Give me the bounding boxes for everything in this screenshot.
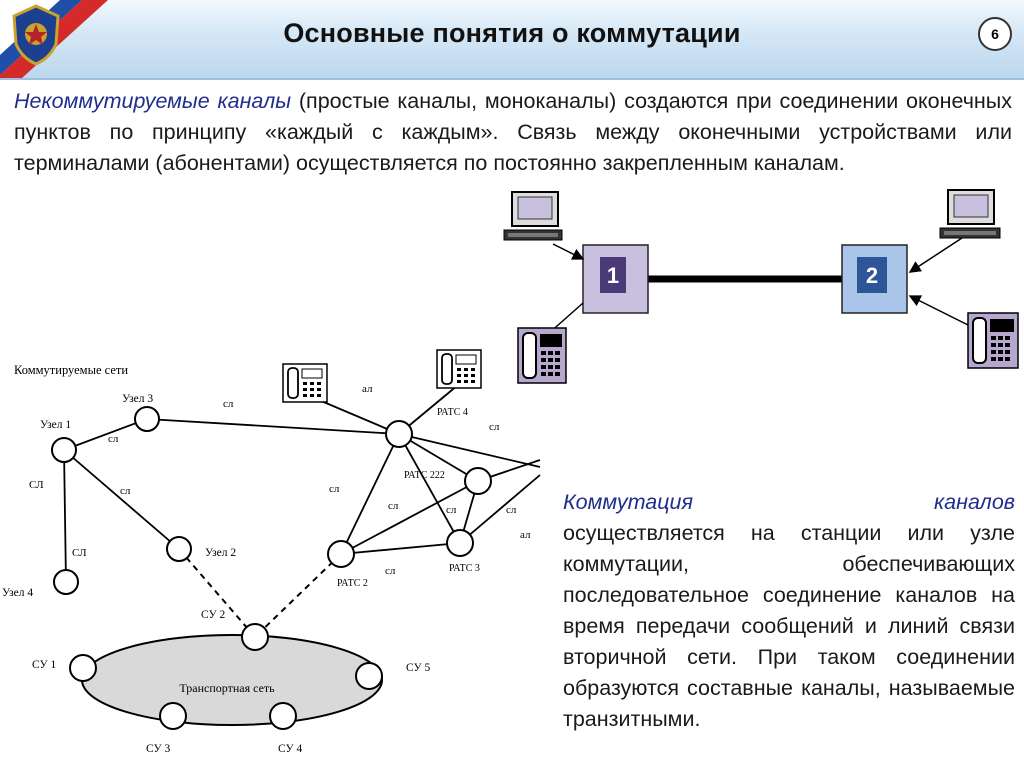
page-number-badge: 6 [978, 17, 1012, 51]
switching-text: осуществляется на станции или узле комму… [563, 521, 1015, 731]
node-su-4 [269, 702, 297, 730]
node-su-3 [159, 702, 187, 730]
telephone-icon [436, 349, 482, 389]
intro-text: (простые каналы, моноканалы) создаются п… [14, 89, 1013, 175]
label-uzel-3: Узел 3 [122, 393, 153, 405]
link-label: сл [506, 504, 517, 516]
page-title: Основные понятия о коммутации [283, 18, 741, 48]
label-uzel-2: Узел 2 [205, 547, 236, 559]
switched-network-diagram: Коммутируемые сети Транспортная сеть [2, 349, 541, 755]
node-1-label: 1 [607, 263, 619, 288]
label-su-5: СУ 5 [406, 662, 431, 674]
node-1: 1 [582, 244, 649, 314]
emblem-icon [12, 4, 60, 66]
intro-paragraph: Некоммутируемые каналы (простые каналы, … [14, 86, 1012, 179]
switching-paragraph: Коммутация каналов осуществляется на стан… [563, 487, 1015, 735]
node-2-label: 2 [866, 263, 878, 288]
link-label: СЛ [72, 547, 87, 559]
slide-header: Основные понятия о коммутации 6 [0, 0, 1024, 80]
link-label: сл [446, 504, 457, 516]
label-su-1: СУ 1 [32, 659, 57, 671]
link-label: сл [388, 500, 399, 512]
computer-icon [939, 189, 1001, 239]
network-title: Коммутируемые сети [14, 363, 128, 377]
node-uzel-3 [134, 406, 160, 432]
node-su-1 [69, 654, 97, 682]
computer-icon [503, 191, 563, 241]
node-uzel-2 [166, 536, 192, 562]
telephone-icon [517, 327, 567, 384]
node-ratc-4 [385, 420, 413, 448]
link-label: СЛ [29, 479, 44, 491]
node-su-2 [241, 623, 269, 651]
switching-term-2: каналов [934, 490, 1015, 514]
transport-network [81, 634, 383, 726]
label-su-4: СУ 4 [278, 743, 303, 755]
node-ratc-2 [327, 540, 355, 568]
link-label: сл [223, 398, 234, 410]
label-su-2: СУ 2 [201, 609, 226, 621]
link-label: ал [362, 383, 373, 395]
label-ratc-2: РАТС 2 [337, 578, 368, 589]
label-ratc-3: РАТС 3 [449, 563, 480, 574]
node-2: 2 [841, 244, 908, 314]
node-uzel-1 [51, 437, 77, 463]
intro-term: Некоммутируемые каналы [14, 89, 292, 113]
label-su-3: СУ 3 [146, 743, 171, 755]
link-label: сл [489, 421, 500, 433]
link-label: сл [120, 485, 131, 497]
link-label: сл [385, 565, 396, 577]
link-label: сл [329, 483, 340, 495]
link-label: сл [108, 433, 119, 445]
telephone-icon [282, 363, 328, 403]
telephone-icon [967, 312, 1019, 369]
node-uzel-4 [53, 569, 79, 595]
label-ratc-222: РАТС 222 [404, 470, 445, 481]
switching-term-1: Коммутация [563, 490, 693, 514]
node-ratc-222 [464, 467, 492, 495]
label-ratc-4: РАТС 4 [437, 407, 468, 418]
label-uzel-4: Узел 4 [2, 587, 33, 599]
node-ratc-3 [446, 529, 474, 557]
link-label: ал [520, 529, 531, 541]
node-su-5 [355, 662, 383, 690]
transport-label: Транспортная сеть [179, 681, 275, 695]
point-to-point-diagram: 1 2 [503, 189, 1019, 384]
label-uzel-1: Узел 1 [40, 419, 71, 431]
